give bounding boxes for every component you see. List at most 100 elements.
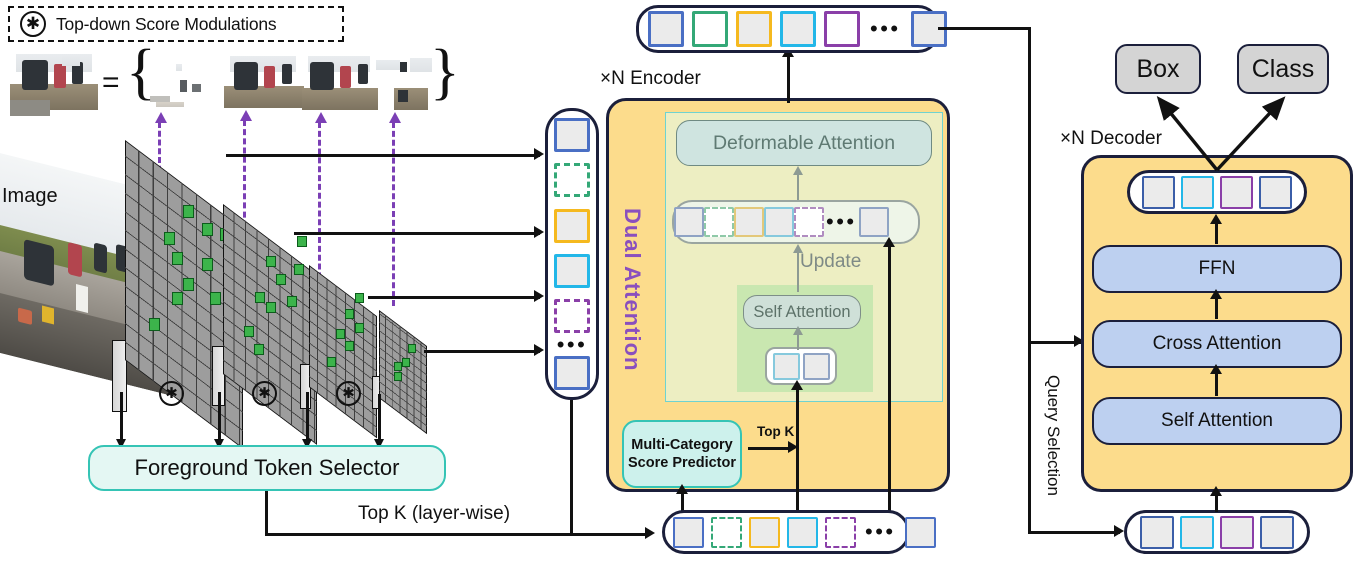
tokens-to-deformable-arrowhead: [793, 166, 803, 175]
cross-to-ffn-arrowhead: [1210, 289, 1222, 299]
token-4[interactable]: [1259, 175, 1292, 209]
token-6[interactable]: [858, 207, 889, 237]
token-4[interactable]: [1260, 515, 1294, 549]
dual-attention-label: Dual Attention: [620, 208, 645, 372]
query-selection-line: [1028, 531, 1120, 534]
botstrip-to-tokenstrip-line: [888, 245, 891, 515]
fmap4-to-tokens-line: [424, 350, 540, 353]
top-down-patch-row: = { }: [6, 38, 460, 128]
fmap1-to-tokens-line: [226, 154, 540, 157]
token-6[interactable]: [554, 355, 590, 390]
query-selection-arrowhead: [1114, 525, 1124, 537]
token-4[interactable]: [554, 253, 590, 288]
token-5[interactable]: [824, 11, 860, 47]
fmap2-to-tokens-arrowhead: [534, 226, 544, 238]
token-3[interactable]: [554, 208, 590, 243]
modulated-patch-4: [376, 58, 434, 116]
token-2[interactable]: [1181, 175, 1214, 209]
fmap1-to-tokens-arrowhead: [534, 148, 544, 160]
legend-label: Top-down Score Modulations: [56, 13, 277, 34]
query-selection-down-line: [1028, 341, 1031, 533]
encoder-token-strip[interactable]: •••: [672, 200, 920, 244]
memory-to-cross-attention-arrowhead: [1074, 335, 1084, 347]
close-brace: }: [430, 38, 460, 106]
ffn-block[interactable]: FFN: [1092, 245, 1342, 293]
botstrip-to-predictor-arrowhead: [676, 484, 688, 494]
token-2[interactable]: [692, 11, 728, 47]
token-5[interactable]: [825, 516, 856, 548]
feature-map-3: [300, 265, 412, 439]
modulated-patch-3: [302, 56, 378, 118]
token-4[interactable]: [780, 11, 816, 47]
token-2[interactable]: [1180, 515, 1214, 549]
encoder-topk-label: Top K: [757, 424, 795, 439]
deformable-attention-block[interactable]: Deformable Attention: [676, 120, 932, 166]
encoder-self-attention-label: Self Attention: [753, 302, 851, 321]
token-1[interactable]: [772, 352, 800, 380]
multi-category-score-predictor[interactable]: Multi-Category Score Predictor: [622, 420, 742, 488]
decoder-output-query-strip[interactable]: [1127, 170, 1307, 214]
update-line: [797, 250, 800, 292]
satoks-to-selfattn-arrowhead: [793, 326, 803, 335]
box-output[interactable]: Box: [1115, 44, 1201, 94]
ffn-to-queries-line: [1215, 222, 1218, 244]
token-1[interactable]: [648, 11, 684, 47]
token-2[interactable]: [704, 207, 734, 237]
deformable-attention-label: Deformable Attention: [712, 131, 896, 154]
queries-to-decoder-arrowhead: [1210, 486, 1222, 496]
foreground-token-selector[interactable]: Foreground Token Selector: [88, 445, 446, 491]
topk-arrow-line: [748, 447, 792, 450]
topk-arrowhead: [788, 441, 798, 453]
token-1[interactable]: [673, 516, 704, 548]
modulation-arrow-4: [388, 112, 401, 306]
token-1[interactable]: [1140, 515, 1174, 549]
token-6[interactable]: [904, 516, 936, 548]
encoder-self-attention-block[interactable]: Self Attention: [743, 295, 861, 329]
fmap4-to-tokens-arrowhead: [534, 344, 544, 356]
token-3[interactable]: [736, 11, 772, 47]
update-arrowhead: [793, 244, 803, 253]
self-to-cross-arrowhead: [1210, 364, 1222, 374]
token-1[interactable]: [554, 118, 590, 152]
feature-map-3-arrow: [302, 392, 312, 449]
encoder-input-token-strip[interactable]: •••: [662, 510, 936, 554]
decoder-input-query-strip[interactable]: [1124, 510, 1310, 554]
open-brace: {: [126, 38, 156, 106]
token-5[interactable]: [554, 299, 590, 334]
modulation-arrow-2: [239, 110, 252, 300]
token-2[interactable]: [554, 163, 590, 198]
legend-box: ✱ Top-down Score Modulations: [8, 6, 344, 42]
token-2[interactable]: [711, 516, 742, 548]
decoder-self-attention-block[interactable]: Self Attention: [1092, 397, 1342, 445]
token-3[interactable]: [1220, 175, 1253, 209]
multi-scale-token-strip[interactable]: •••: [545, 108, 599, 400]
token-4[interactable]: [764, 207, 794, 237]
asterisk-icon-map-1: ✱: [159, 381, 184, 406]
query-selection-label: Query Selection: [1044, 374, 1063, 496]
vstrip-down-line: [570, 400, 573, 534]
modulated-patch-2: [224, 56, 304, 118]
self-to-cross-line: [1215, 372, 1218, 396]
score-predictor-line2: Score Predictor: [628, 455, 736, 471]
modulation-arrow-1: [154, 112, 167, 198]
token-4[interactable]: [787, 516, 818, 548]
botstrip-to-predictor-line: [681, 492, 684, 514]
token-1[interactable]: [674, 207, 704, 237]
feature-map-2-arrow: [214, 392, 224, 449]
token-3[interactable]: [734, 207, 764, 237]
encoder-output-line: [787, 55, 790, 103]
topstrip-to-decoder-line: [938, 27, 1030, 30]
encoder-output-token-strip[interactable]: •••: [636, 5, 947, 53]
class-output[interactable]: Class: [1237, 44, 1329, 94]
token-5[interactable]: [794, 207, 824, 237]
modulation-arrow-3: [314, 112, 327, 358]
topk-layerwise-line: [265, 533, 648, 536]
botstrip-to-selfattn-arrowhead: [791, 380, 803, 390]
token-2[interactable]: [802, 352, 830, 380]
token-1[interactable]: [1142, 175, 1175, 209]
token-3[interactable]: [1220, 515, 1254, 549]
token-3[interactable]: [749, 516, 780, 548]
fmap2-to-tokens-line: [294, 232, 540, 235]
decoder-title: ×N Decoder: [1060, 128, 1162, 149]
cross-attention-block[interactable]: Cross Attention: [1092, 320, 1342, 368]
